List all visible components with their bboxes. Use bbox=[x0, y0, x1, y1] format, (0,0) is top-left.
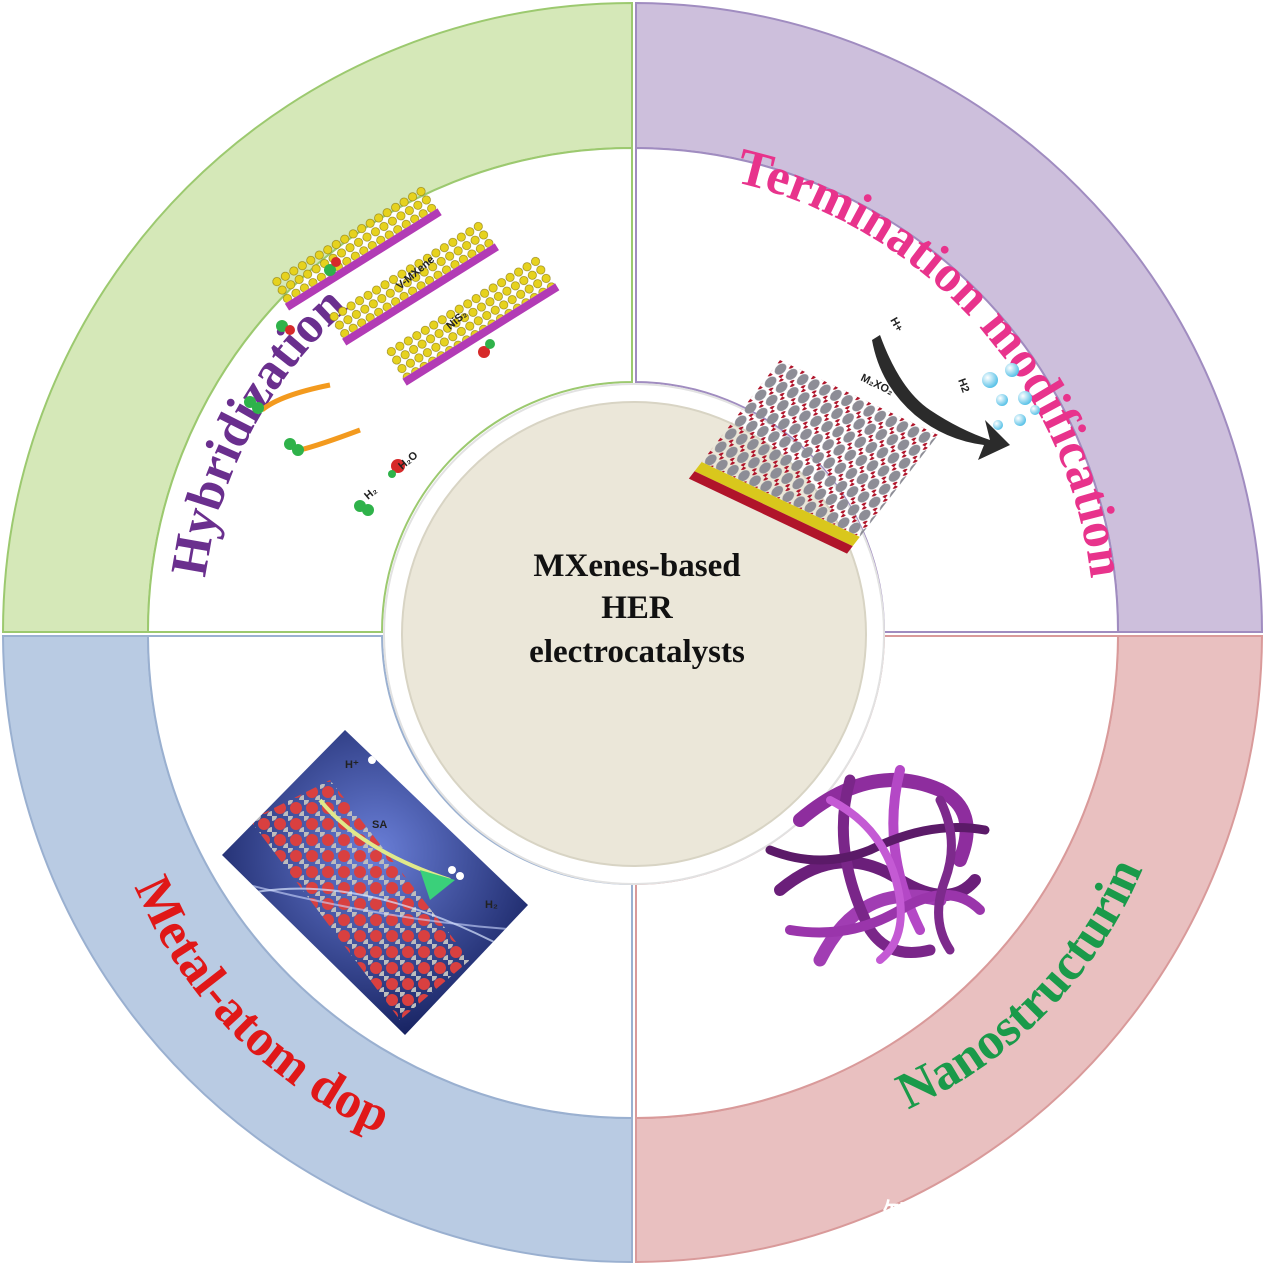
quadrant-top-left bbox=[1, 1, 633, 633]
center-circle bbox=[401, 401, 867, 867]
h-plus-arrow bbox=[872, 335, 1010, 460]
center-title-line-1: MXenes-based bbox=[533, 548, 740, 584]
illustration-doping: H⁺ SA H₂ bbox=[222, 730, 528, 1035]
label-h-plus-dope: H⁺ bbox=[345, 759, 359, 771]
inner-top-left bbox=[146, 146, 633, 633]
label-h2-term: H2 bbox=[955, 377, 971, 394]
illustration-hybridization: V-MXene NiS₂ H₂ H₂O bbox=[244, 184, 560, 516]
label-h2-dope: H₂ bbox=[485, 899, 498, 911]
quadrant-top-right bbox=[635, 1, 1264, 633]
watermark: 知乎 @Nature Portfolio bbox=[882, 1198, 1230, 1236]
label-sa: SA bbox=[372, 819, 387, 831]
center-title-line-2: HER bbox=[601, 590, 674, 626]
illustration-termination: H+ H2 M₂XO₂ bbox=[688, 316, 1040, 554]
center-title-line-3: electrocatalysts bbox=[529, 634, 745, 670]
illustration-nanostructuring bbox=[765, 765, 990, 967]
